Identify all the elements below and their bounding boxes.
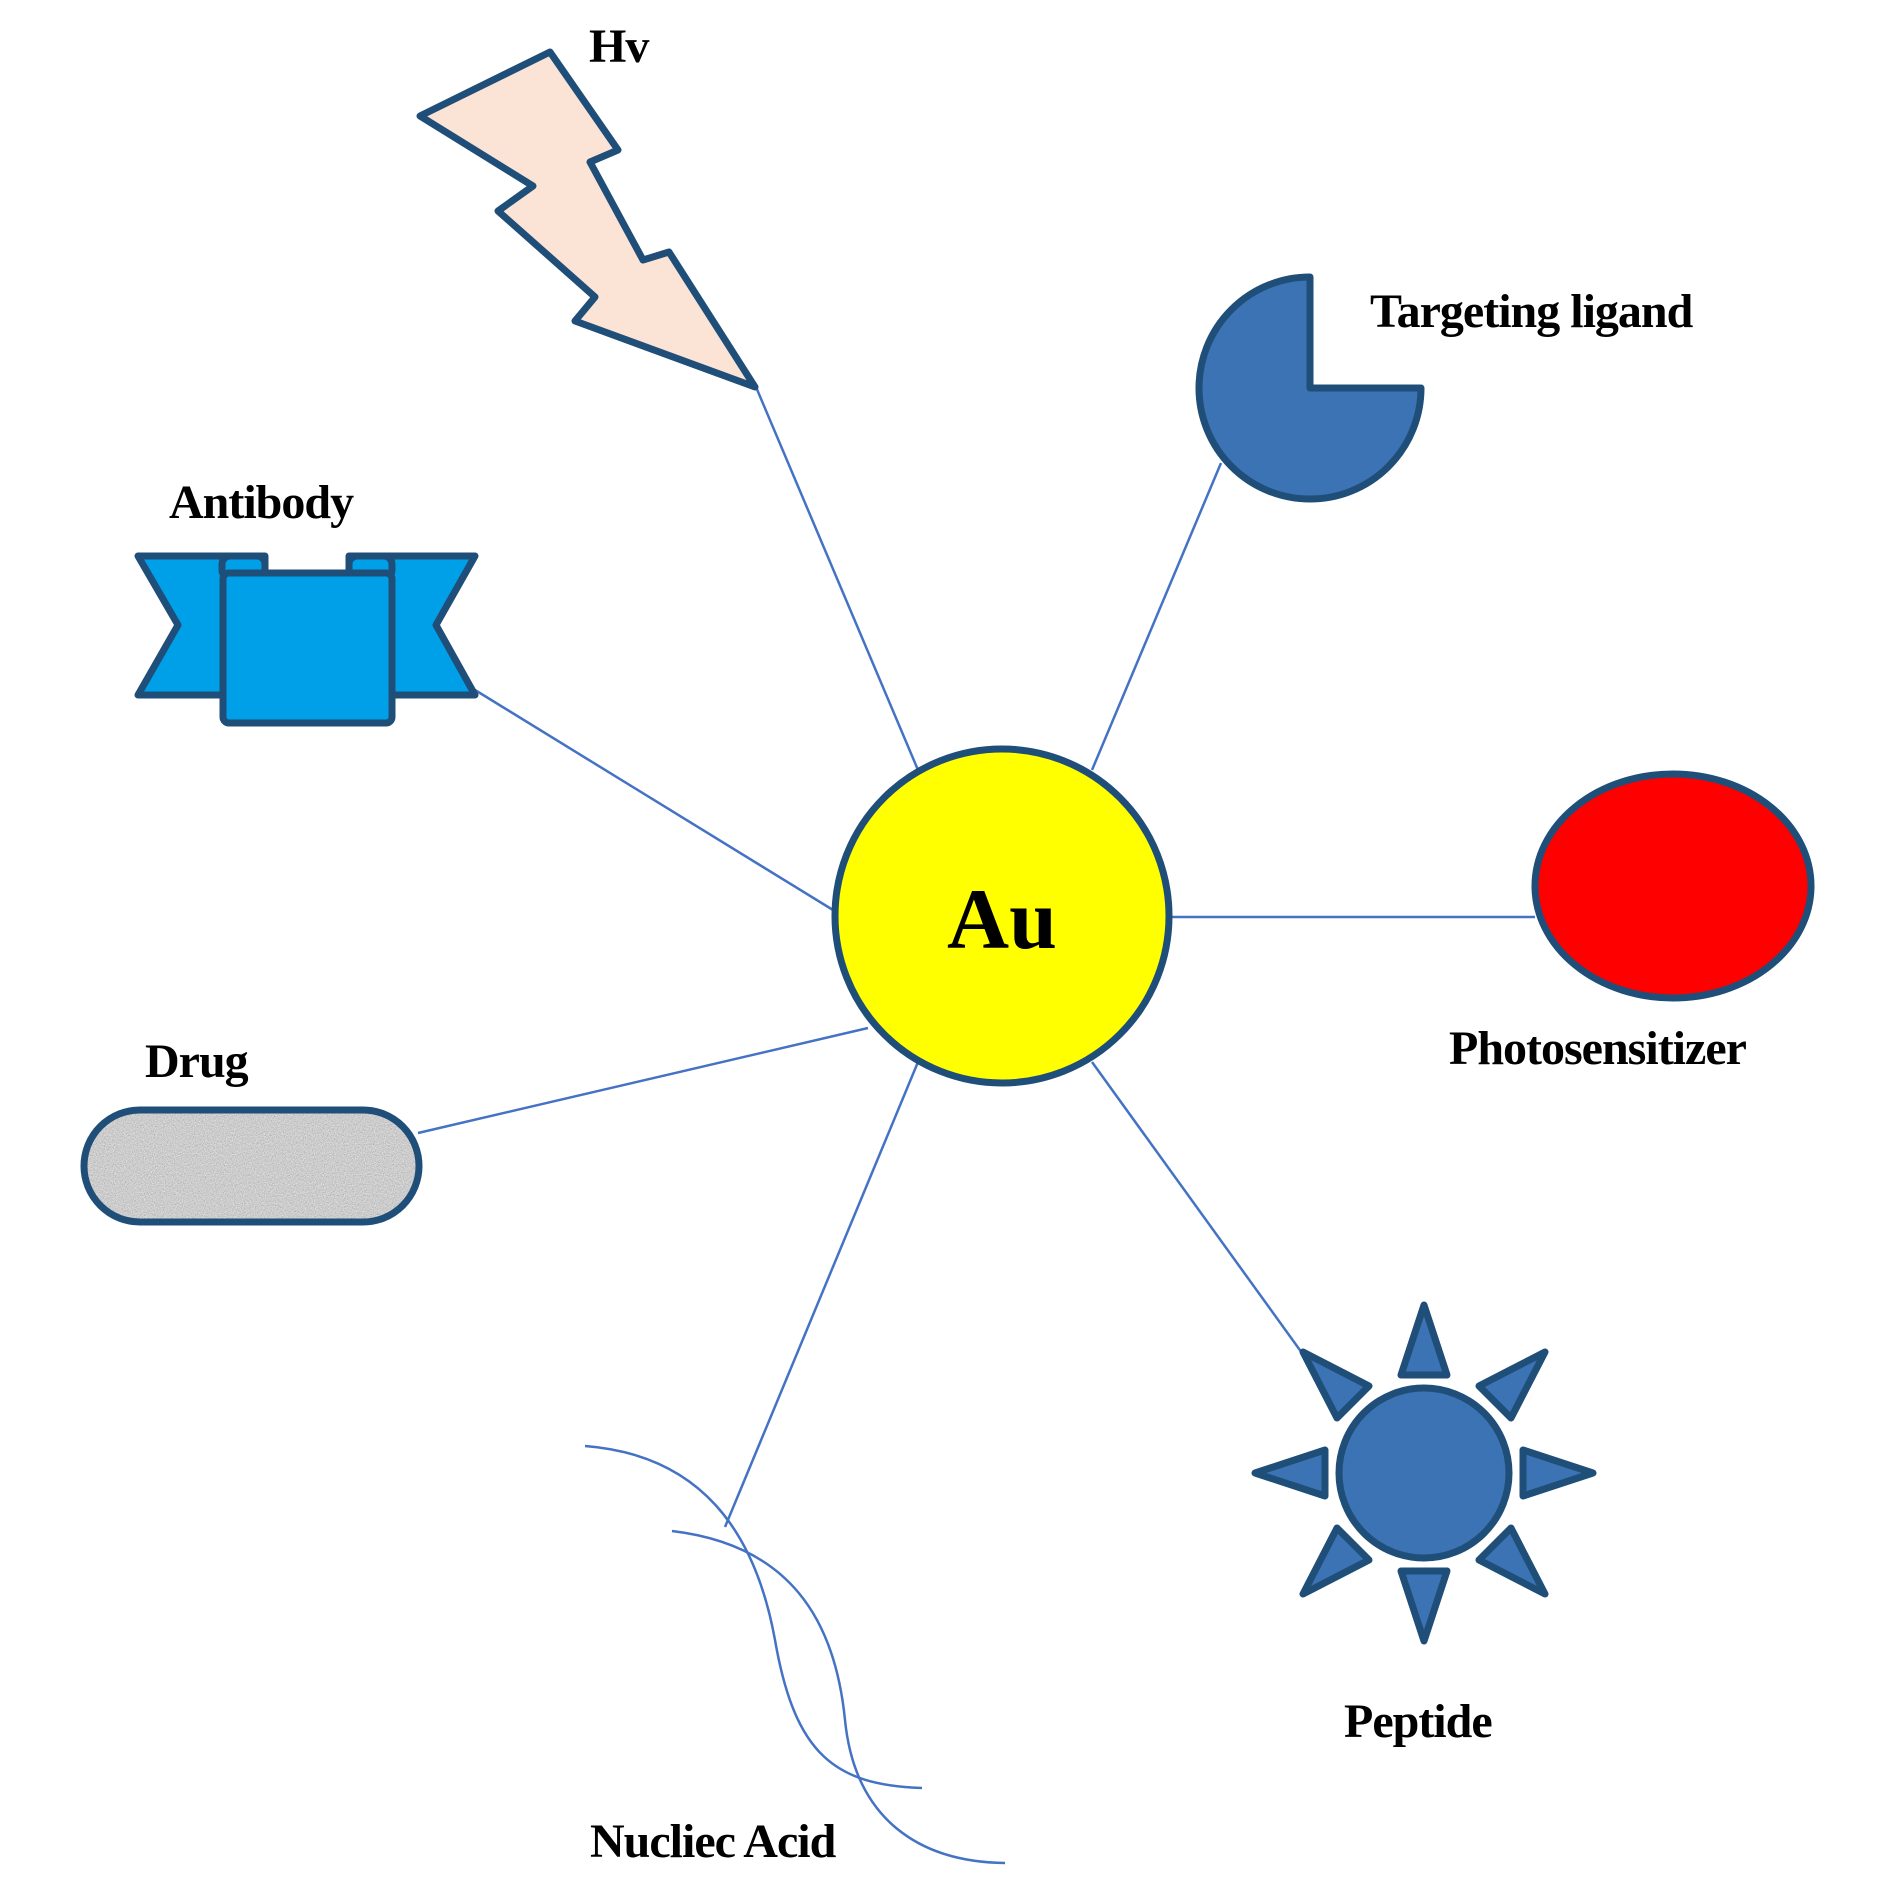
photosensitizer-label: Photosensitizer <box>1449 1022 1747 1075</box>
antibody-component: Antibody <box>134 476 479 727</box>
sun-core <box>1335 1384 1513 1562</box>
nucleic-acid-component: Nucliec Acid <box>584 1444 1006 1868</box>
gold-core-circle <box>831 745 1173 1087</box>
gold-nanoparticle: Au <box>831 745 1173 1087</box>
photosensitizer-component: Photosensitizer <box>1449 770 1815 1075</box>
sun-ray-bottom-left <box>1299 1524 1373 1598</box>
hv-label: Hv <box>589 20 649 73</box>
ellipse-icon <box>1531 770 1815 1002</box>
connector-antibody <box>474 688 834 912</box>
double-helix-strand-icon <box>584 1444 1006 1865</box>
ribbon-banner-icon <box>219 569 396 727</box>
connector-nucleic-acid <box>723 1061 920 1528</box>
peptide-component: Peptide <box>1251 1301 1597 1748</box>
capsule-texture <box>84 1110 419 1222</box>
peptide-label: Peptide <box>1344 1695 1492 1748</box>
strand-two <box>671 1529 1006 1865</box>
connector-targeting-ligand <box>1090 462 1223 771</box>
nucleic-acid-label: Nucliec Acid <box>590 1815 837 1868</box>
connector-drug <box>417 1026 869 1135</box>
sun-ray-top <box>1397 1301 1451 1379</box>
hv-component: Hv <box>416 20 759 391</box>
connector-peptide <box>1090 1061 1304 1354</box>
sun-ray-top-right <box>1475 1348 1549 1422</box>
connector-hv <box>754 386 920 771</box>
sun-ray-right <box>1519 1446 1597 1500</box>
connector-lines <box>417 386 1535 1528</box>
sun-ray-left <box>1251 1446 1329 1500</box>
sun-icon <box>1251 1301 1597 1645</box>
drug-component: Drug <box>80 1035 423 1226</box>
sun-ray-bottom-right <box>1475 1524 1549 1598</box>
sun-ray-bottom <box>1397 1567 1451 1645</box>
pie-wedge-icon <box>1195 273 1425 503</box>
lightning-bolt-icon <box>416 48 759 391</box>
targeting-ligand-label: Targeting ligand <box>1370 285 1694 338</box>
sun-ray-top-left <box>1299 1348 1373 1422</box>
drug-label: Drug <box>145 1035 249 1088</box>
strand-one <box>584 1444 923 1790</box>
targeting-ligand-component: Targeting ligand <box>1195 273 1695 503</box>
center-label: Au <box>947 871 1057 967</box>
textured-capsule-icon <box>80 1106 423 1226</box>
antibody-label: Antibody <box>169 476 354 529</box>
